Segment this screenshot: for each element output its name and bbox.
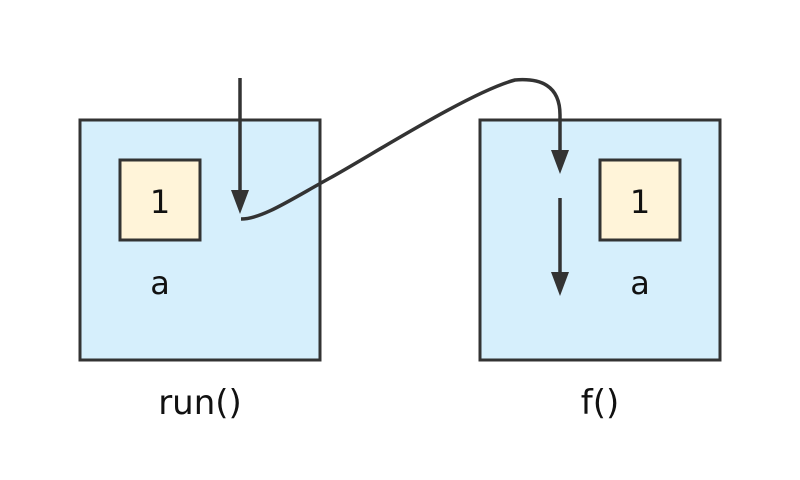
frame-f-varname-a: a <box>630 264 650 302</box>
call-arrow <box>240 77 569 221</box>
frame-f: 1 a <box>478 118 722 362</box>
frame-run-value-a: 1 <box>150 183 170 221</box>
frame-run-label: run() <box>158 383 242 423</box>
frame-run-varname-a: a <box>150 264 170 302</box>
frame-f-label: f() <box>581 383 620 423</box>
frame-run: 1 a <box>78 118 322 362</box>
execution-arrow <box>551 198 569 296</box>
entry-arrow <box>231 78 249 214</box>
frame-f-cell-a <box>598 158 682 242</box>
frame-run-cell-a <box>118 158 202 242</box>
frame-f-value-a: 1 <box>630 183 650 221</box>
